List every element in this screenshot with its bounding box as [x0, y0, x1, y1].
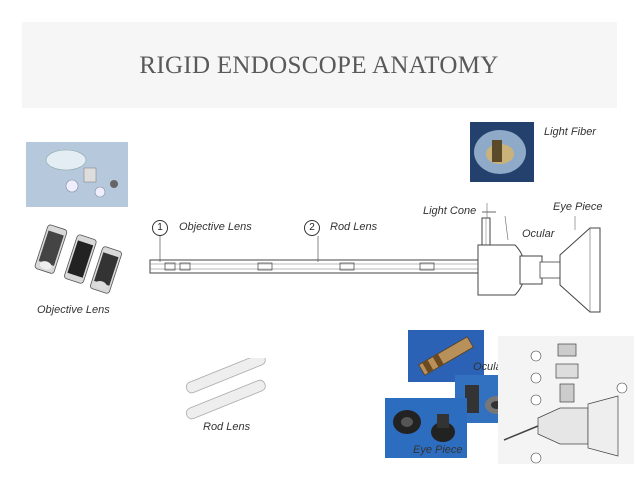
- rod-lens-numbered-label: Rod Lens: [330, 221, 378, 233]
- rod-lens-photo-label: Rod Lens: [203, 421, 251, 433]
- exploded-diagram: [498, 336, 634, 464]
- title-band: [22, 22, 617, 108]
- ocular-photo-label: Ocular: [473, 361, 506, 373]
- ocular-top-label: Ocular: [522, 228, 555, 240]
- eye-piece-shape: [559, 227, 601, 313]
- light-fiber-photo: [470, 122, 534, 182]
- ocular-photo-1: [408, 330, 484, 382]
- marker-2: 2: [304, 220, 320, 236]
- objective-lens-numbered-label: Objective Lens: [179, 221, 252, 233]
- page-title: RIGID ENDOSCOPE ANATOMY: [139, 52, 499, 79]
- eye-piece-top-label: Eye Piece: [553, 201, 603, 213]
- objective-lens-photo-label: Objective Lens: [37, 304, 110, 316]
- lens-blocks-photo: [26, 142, 128, 207]
- rod-lens-photo: [180, 358, 272, 420]
- light-fiber-label: Light Fiber: [544, 126, 596, 138]
- ocular-shape: [477, 244, 526, 296]
- eye-piece-photo-label: Eye Piece: [413, 444, 463, 456]
- objective-lens-photo: [32, 222, 124, 302]
- endoscope-shaft: [149, 259, 481, 274]
- light-cone-label: Light Cone: [423, 205, 477, 217]
- objective-lens-segment: [164, 262, 176, 271]
- eye-piece-photo: [385, 398, 467, 458]
- marker-1: 1: [152, 220, 168, 236]
- rod-lens-segment: [257, 262, 273, 271]
